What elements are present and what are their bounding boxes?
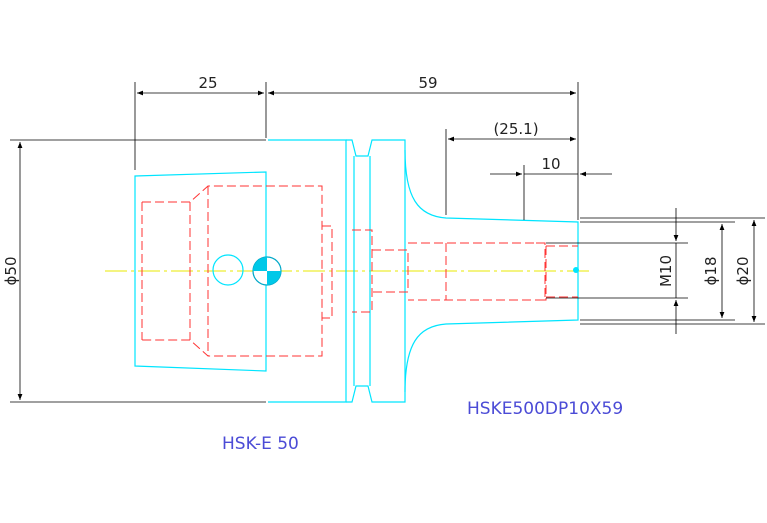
dimension-diameter-outer <box>580 217 765 325</box>
center-of-gravity-icon <box>252 256 282 286</box>
cross-hole <box>212 254 244 286</box>
dimension-length-thread-label: 10 <box>541 155 560 173</box>
dimension-length-total-label: 59 <box>418 74 437 92</box>
dimension-length-left <box>134 82 267 170</box>
dimension-length-total <box>268 82 579 220</box>
interface-label: HSK-E 50 <box>222 434 299 454</box>
dimension-diameter-inner <box>580 221 735 321</box>
dimension-length-thread <box>490 165 612 220</box>
dimension-diameter-body <box>10 139 266 403</box>
rear-flange-outline <box>378 139 406 403</box>
dimension-diameter-outer-label: ϕ20 <box>734 257 752 286</box>
tip-point <box>573 267 579 273</box>
dimension-diameter-body-label: ϕ50 <box>2 257 20 286</box>
dimension-length-bore-label: (25.1) <box>493 120 538 138</box>
dimension-thread-label: M10 <box>657 255 675 287</box>
taper-shank-outline <box>134 171 267 372</box>
v-groove-outline <box>346 139 378 403</box>
dimension-diameter-inner-label: ϕ18 <box>702 257 720 286</box>
part-number-label: HSKE500DP10X59 <box>467 399 623 419</box>
dimension-length-bore <box>445 129 576 215</box>
dimension-thread <box>546 208 688 334</box>
hidden-lines <box>141 185 578 357</box>
dimension-length-left-label: 25 <box>198 74 217 92</box>
flange-outline <box>268 139 347 403</box>
